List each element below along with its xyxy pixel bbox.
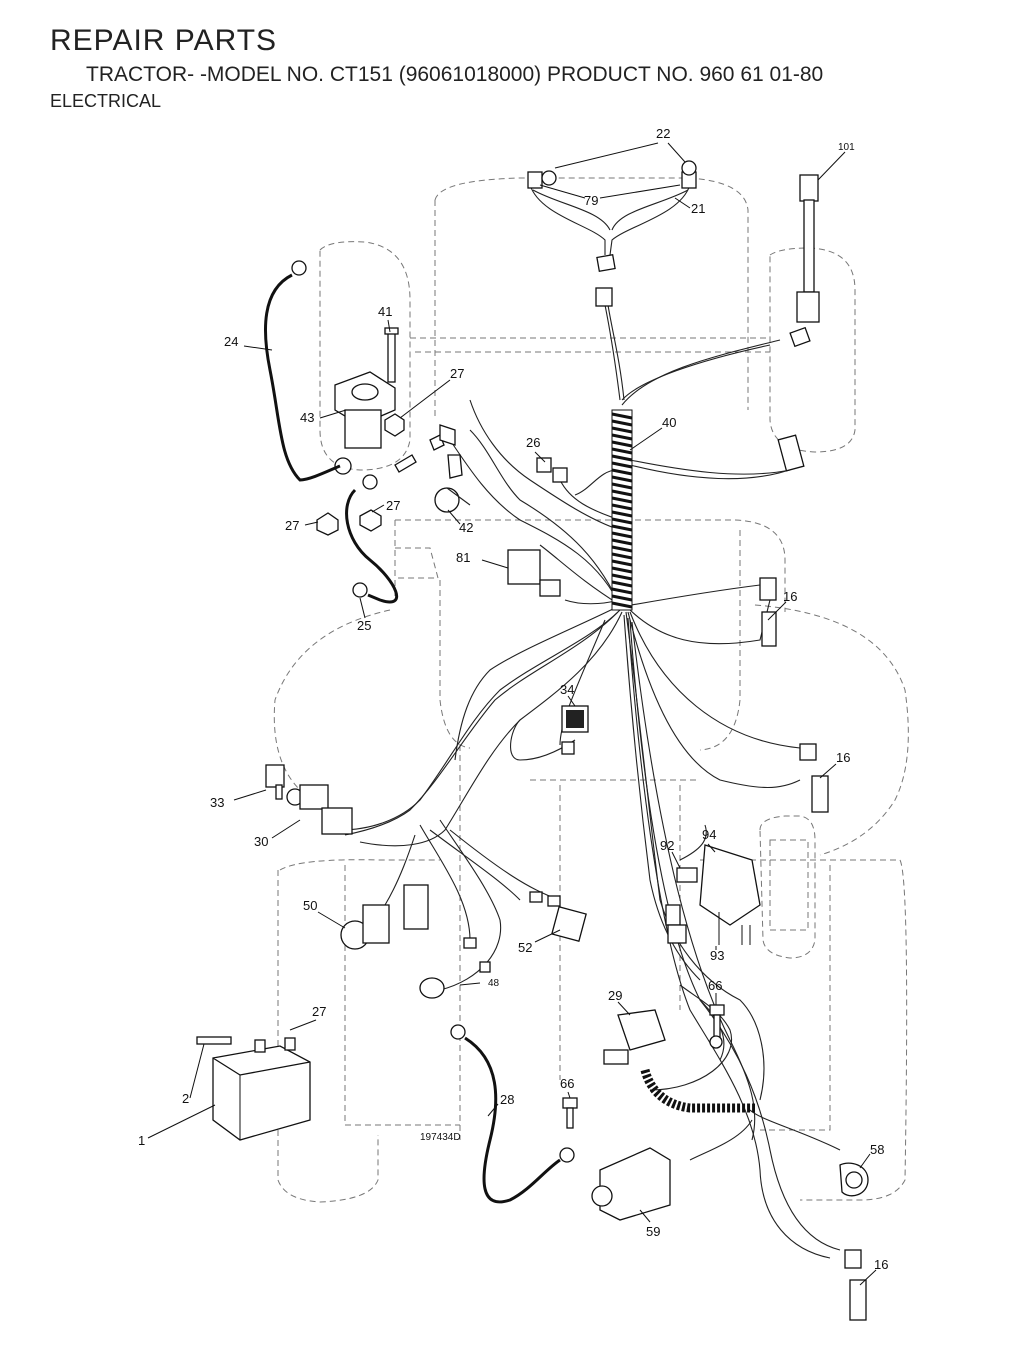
leader-lines <box>147 142 877 1286</box>
callout-28: 28 <box>500 1092 514 1107</box>
harness-loom <box>611 409 633 611</box>
callout-labels: 22 101 79 21 41 24 27 43 40 26 27 27 42 … <box>138 126 888 1272</box>
callout-27c: 27 <box>285 518 299 533</box>
relay-and-fuse <box>434 424 568 597</box>
callout-16c: 16 <box>874 1257 888 1272</box>
callout-27d: 27 <box>312 1004 326 1019</box>
callout-40: 40 <box>662 415 676 430</box>
rear-loom <box>640 1068 755 1113</box>
callout-41: 41 <box>378 304 392 319</box>
callout-50: 50 <box>303 898 317 913</box>
switch-29 <box>562 1004 725 1129</box>
callout-2: 2 <box>182 1091 189 1106</box>
callout-1: 1 <box>138 1133 145 1148</box>
callout-27a: 27 <box>450 366 464 381</box>
callout-81: 81 <box>456 550 470 565</box>
callout-101: 101 <box>838 142 855 153</box>
callout-93: 93 <box>710 948 724 963</box>
callout-42: 42 <box>459 520 473 535</box>
tractor-outline <box>273 177 909 1203</box>
callout-58: 58 <box>870 1142 884 1157</box>
connector-101 <box>777 174 820 472</box>
wire-harness <box>339 304 841 1259</box>
connectors-16 <box>759 577 867 1321</box>
headlight-assembly <box>527 160 697 307</box>
callout-29: 29 <box>608 988 622 1003</box>
ignition-switch <box>265 764 353 835</box>
callout-66b: 66 <box>560 1076 574 1091</box>
page-title: REPAIR PARTS <box>50 24 278 57</box>
callout-92: 92 <box>660 838 674 853</box>
callout-26: 26 <box>526 435 540 450</box>
callout-24: 24 <box>224 334 238 349</box>
section-title: ELECTRICAL <box>50 91 162 111</box>
switch-34 <box>561 705 589 755</box>
callout-94: 94 <box>702 827 716 842</box>
callout-16a: 16 <box>783 589 797 604</box>
battery <box>196 1036 311 1141</box>
starter-solenoid <box>316 327 445 536</box>
callout-30: 30 <box>254 834 268 849</box>
callout-48: 48 <box>488 978 500 989</box>
page-subtitle: TRACTOR- -MODEL NO. CT151 (96061018000) … <box>86 63 824 86</box>
callout-43: 43 <box>300 410 314 425</box>
callout-21: 21 <box>691 201 705 216</box>
callout-34: 34 <box>560 682 574 697</box>
callout-52: 52 <box>518 940 532 955</box>
ground-cable <box>450 1024 575 1204</box>
callout-66a: 66 <box>708 978 722 993</box>
ignition-module <box>591 1147 869 1221</box>
callout-27b: 27 <box>386 498 400 513</box>
callout-33: 33 <box>210 795 224 810</box>
battery-cables <box>264 260 399 604</box>
drawing-number: 197434D <box>420 1132 461 1143</box>
callout-59: 59 <box>646 1224 660 1239</box>
pto-and-lamp <box>340 884 587 999</box>
callout-16b: 16 <box>836 750 850 765</box>
callout-79: 79 <box>584 193 598 208</box>
callout-22: 22 <box>656 126 670 141</box>
seat-switch <box>665 844 761 945</box>
callout-25: 25 <box>357 618 371 633</box>
